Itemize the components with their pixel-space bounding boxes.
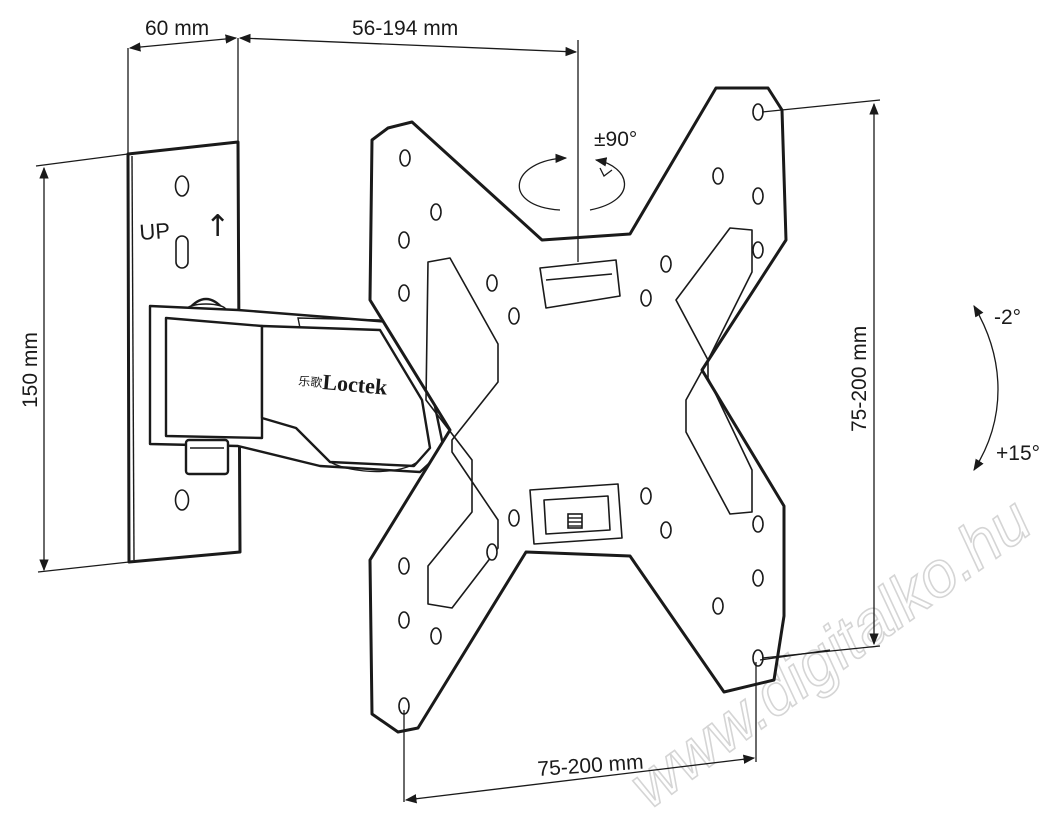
tilt-indicator: -2° +15°	[973, 304, 1040, 471]
swivel-arm: 乐歌 Loctek	[148, 304, 446, 476]
up-arrow-icon: ↑	[205, 209, 230, 244]
tilt-up-label: -2°	[994, 306, 1021, 329]
swivel-indicator: ±90°	[518, 128, 637, 211]
swivel-label: ±90°	[594, 128, 637, 151]
vesa-vertical-label: 75-200 mm	[848, 326, 871, 432]
dimension-depth: 56-194 mm	[238, 17, 579, 262]
mounting-holes	[398, 103, 764, 715]
height-label: 150 mm	[19, 332, 42, 408]
dimension-height: 150 mm	[19, 153, 130, 573]
up-label: UP	[139, 218, 171, 245]
brand-cjk-label: 乐歌	[298, 373, 323, 390]
vesa-plate	[368, 86, 788, 734]
tilt-down-label: +15°	[996, 442, 1040, 465]
dimension-vesa-vertical: 75-200 mm	[761, 99, 881, 659]
depth-label: 56-194 mm	[352, 17, 458, 40]
dimension-width: 60 mm	[127, 17, 239, 154]
width-label: 60 mm	[145, 17, 209, 40]
brand-logo: Loctek	[322, 369, 389, 400]
